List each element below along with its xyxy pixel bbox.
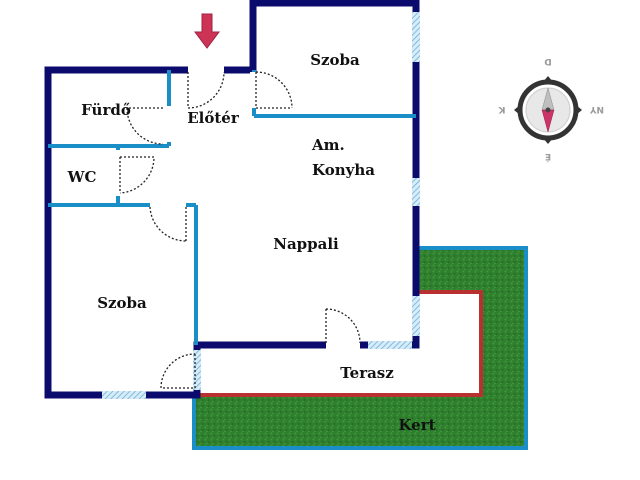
room-label-am: Am.: [311, 136, 345, 154]
room-label-eloter: Előtér: [187, 109, 240, 127]
room-label-furdo: Fürdő: [81, 101, 131, 119]
room-label-terasz: Terasz: [340, 364, 394, 382]
window: [193, 350, 201, 390]
compass-south-label: D: [544, 56, 551, 66]
door-swing: [255, 71, 293, 109]
compass-icon: D É K NY: [497, 56, 604, 163]
window: [412, 296, 420, 336]
window: [412, 178, 420, 206]
window: [368, 341, 412, 349]
room-label-szoba-top: Szoba: [310, 51, 360, 69]
door-swing: [160, 353, 196, 389]
door-swing: [119, 156, 155, 194]
door-swing: [149, 206, 187, 242]
apartment-interior: [48, 4, 482, 394]
door-swing: [126, 107, 164, 145]
window: [102, 391, 146, 399]
outer-walls: [44, 0, 420, 399]
door-swing: [187, 71, 225, 109]
door-swing: [325, 308, 361, 344]
room-label-wc: WC: [67, 168, 97, 186]
compass-west-label: NY: [589, 104, 604, 114]
terrace-border: [196, 290, 483, 397]
room-label-szoba-left: Szoba: [97, 294, 147, 312]
door-swings: [119, 71, 361, 389]
room-label-konyha: Konyha: [312, 161, 375, 179]
window: [412, 12, 420, 62]
compass-east-label: K: [497, 104, 505, 114]
room-label-nappali: Nappali: [273, 235, 339, 253]
room-label-kert: Kert: [398, 416, 435, 434]
compass-north-label: É: [545, 151, 551, 163]
windows: [102, 12, 420, 399]
door-openings: [114, 66, 360, 349]
arrow-down-icon: [194, 13, 220, 49]
